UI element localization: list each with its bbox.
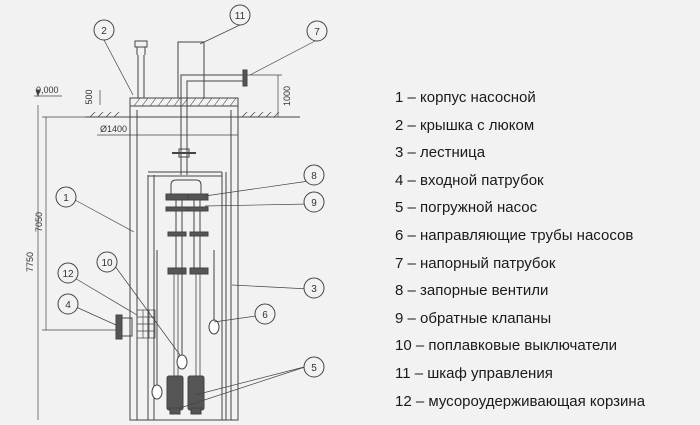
- submersible-pumps: [166, 375, 205, 415]
- callout-4-circle: [57, 293, 79, 315]
- legend-item-12: 12 – мусороудерживающая корзина: [395, 392, 646, 410]
- dim-inlet-depth: 7050: [34, 212, 44, 232]
- cover-slab: [129, 97, 239, 107]
- callout-11: 11: [235, 11, 246, 22]
- callout-8-circle: [303, 164, 325, 186]
- callout-6-circle: [254, 303, 276, 325]
- callout-5: 5: [311, 363, 317, 374]
- dimension-lines: [34, 74, 282, 420]
- pump-station-drawing: 1 2 3 4 5 6 7 8 9 10 11 12 0,000 500 100…: [25, 4, 328, 421]
- valves: [165, 193, 209, 275]
- control-cabinet: [177, 41, 205, 99]
- ground-hatching: [89, 111, 280, 118]
- legend-item-7: 7 – напорный патрубок: [395, 254, 556, 272]
- callout-10-circle: [96, 251, 118, 273]
- callout-3: 3: [311, 284, 317, 295]
- legend-item-4: 4 – входной патрубок: [395, 171, 544, 189]
- callout-7-circle: [306, 20, 328, 42]
- callout-9: 9: [311, 198, 317, 209]
- dim-level: 0,000: [36, 85, 59, 95]
- callout-7: 7: [314, 27, 320, 38]
- callout-2-circle: [93, 19, 115, 41]
- legend-item-10: 10 – поплавковые выключатели: [395, 337, 618, 355]
- ladder: [147, 171, 227, 420]
- callout-5-circle: [303, 356, 325, 378]
- dim-outlet-height: 1000: [282, 86, 292, 106]
- callout-8: 8: [311, 171, 317, 182]
- vent-pipe: [134, 40, 148, 98]
- legend-item-3: 3 – лестница: [395, 144, 486, 162]
- dim-diameter: Ø1400: [100, 124, 127, 134]
- legend-item-11: 11 – шкаф управления: [395, 364, 553, 382]
- cover-hatching: [133, 97, 237, 107]
- callout-3-circle: [303, 277, 325, 299]
- legend-list: 1 – корпус насосной 2 – крышка с люком 3…: [395, 86, 645, 417]
- dim-total-depth: 7750: [25, 252, 35, 272]
- leader-lines: [72, 23, 316, 409]
- callout-12: 12: [62, 269, 74, 280]
- callout-2: 2: [101, 26, 107, 37]
- legend-item-1: 1 – корпус насосной: [395, 89, 536, 106]
- pressure-pipe: [180, 69, 248, 175]
- callout-12-circle: [57, 262, 79, 284]
- float-switches: [151, 250, 220, 400]
- dim-cover-height: 500: [84, 89, 94, 104]
- debris-basket: [136, 309, 156, 339]
- callout-9-circle: [303, 191, 325, 213]
- riser-valve: [172, 148, 196, 158]
- callout-10: 10: [101, 258, 113, 269]
- callout-11-circle: [229, 4, 251, 26]
- inlet-pipe: [115, 314, 133, 340]
- legend-item-9: 9 – обратные клапаны: [395, 309, 552, 327]
- legend-item-8: 8 – запорные вентили: [395, 282, 549, 300]
- legend-item-2: 2 – крышка с люком: [395, 116, 535, 134]
- legend-item-6: 6 – направляющие трубы насосов: [395, 226, 634, 244]
- callout-1-circle: [55, 186, 77, 208]
- callout-1: 1: [63, 193, 69, 204]
- callout-circles: [55, 4, 328, 378]
- legend-item-5: 5 – погружной насос: [395, 199, 538, 217]
- callout-6: 6: [262, 310, 268, 321]
- callout-4: 4: [65, 300, 71, 311]
